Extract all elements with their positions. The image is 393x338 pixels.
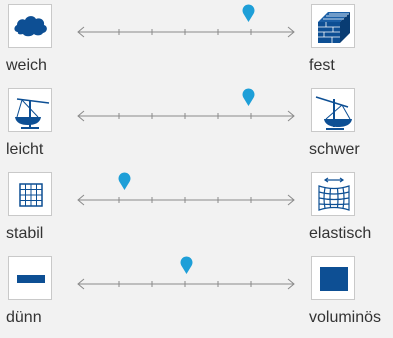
brick-icon (311, 4, 355, 48)
scale-left-label: weich (6, 57, 47, 74)
stretch-grid-icon (311, 172, 355, 216)
scale-left-label: leicht (6, 141, 44, 158)
thick-block-icon (311, 256, 355, 300)
scale-row-stabil-elastisch: stabil elastisch (0, 168, 393, 248)
scale-heavy-icon (311, 88, 355, 132)
grid-icon (8, 172, 52, 216)
slider-pin[interactable] (118, 172, 131, 190)
slider-track[interactable] (76, 4, 296, 50)
scale-right-label: schwer (309, 141, 360, 158)
scale-right-label: fest (309, 57, 335, 74)
slider-track[interactable] (76, 172, 296, 218)
scale-light-icon (8, 88, 52, 132)
scale-row-leicht-schwer: leicht schwer (0, 84, 393, 164)
scale-right-label: voluminös (309, 309, 382, 326)
scale-row-duenn-voluminoes: dünn voluminös (0, 252, 393, 332)
slider-track[interactable] (76, 88, 296, 134)
slider-pin[interactable] (242, 88, 255, 106)
thin-bar-icon (8, 256, 52, 300)
slider-track[interactable] (76, 256, 296, 302)
slider-pin[interactable] (242, 4, 255, 22)
scale-left-label: stabil (6, 225, 44, 242)
slider-pin[interactable] (180, 256, 193, 274)
scale-row-weich-fest: weich (0, 0, 393, 80)
cloud-icon (8, 4, 52, 48)
scale-right-label: elastisch (309, 225, 372, 242)
scale-left-label: dünn (6, 309, 42, 326)
